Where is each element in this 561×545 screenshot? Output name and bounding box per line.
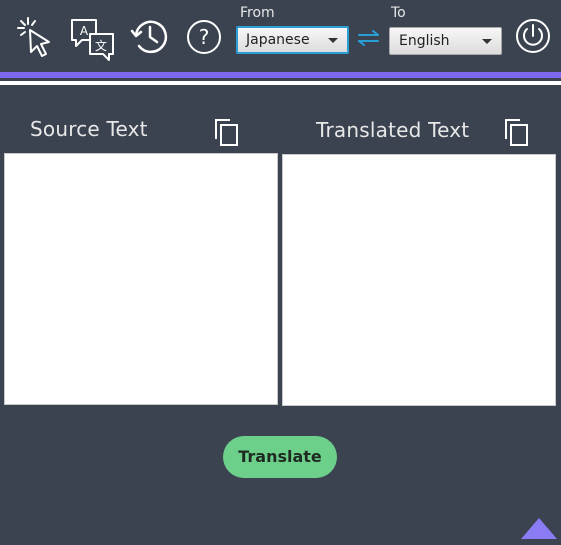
copy-source-icon[interactable]	[213, 118, 241, 152]
chevron-down-icon	[482, 39, 492, 44]
from-label: From	[240, 5, 275, 21]
source-text-title: Source Text	[30, 117, 148, 141]
swap-arrows-icon[interactable]	[356, 28, 382, 48]
translate-icon[interactable]: A 文	[70, 18, 116, 62]
history-icon[interactable]	[130, 17, 170, 57]
to-language-select[interactable]: English	[389, 27, 502, 55]
accent-bar	[0, 72, 561, 78]
translated-text-title: Translated Text	[316, 118, 470, 142]
from-language-select[interactable]: Japanese	[236, 26, 349, 54]
svg-text:A: A	[80, 24, 89, 38]
scroll-up-icon[interactable]	[520, 518, 558, 544]
translated-text-output[interactable]	[282, 154, 556, 406]
source-text-input[interactable]	[4, 153, 278, 405]
svg-text:文: 文	[95, 38, 107, 53]
from-language-value: Japanese	[246, 32, 310, 48]
select-cursor-icon[interactable]	[16, 16, 54, 60]
to-language-value: English	[399, 33, 450, 49]
to-label: To	[391, 5, 406, 21]
toolbar: A 文 ? From Japanese	[0, 0, 561, 72]
svg-text:?: ?	[199, 25, 210, 49]
translate-button[interactable]: Translate	[223, 436, 337, 478]
power-icon[interactable]	[514, 17, 552, 55]
copy-translation-icon[interactable]	[503, 118, 531, 152]
divider	[0, 81, 561, 85]
chevron-down-icon	[328, 38, 338, 43]
help-icon[interactable]: ?	[186, 19, 222, 55]
